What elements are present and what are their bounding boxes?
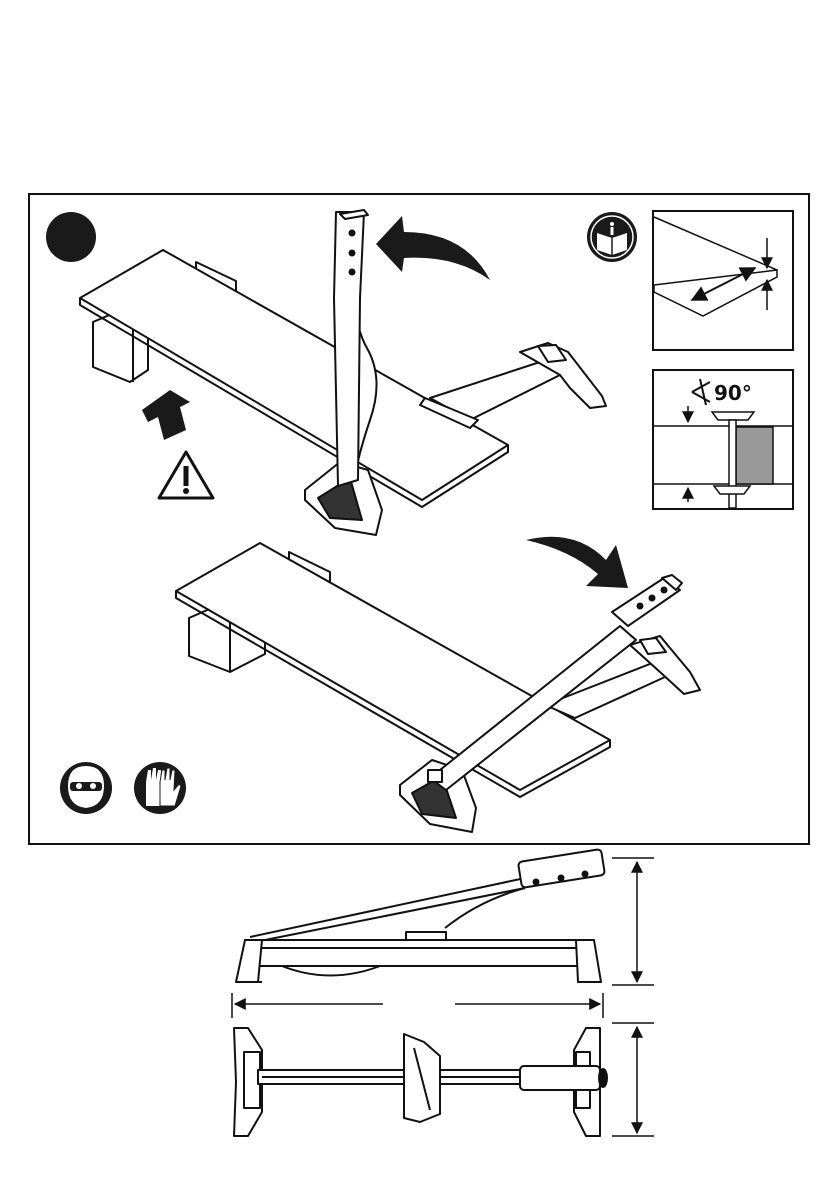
board-thickness-detail <box>653 211 793 350</box>
side-view <box>236 849 605 982</box>
board-section <box>736 427 773 484</box>
angle-label: 90° <box>714 381 752 405</box>
top-view <box>234 1028 607 1136</box>
step-marker <box>46 212 96 262</box>
safety-goggles-icon <box>60 762 112 814</box>
angle-detail: 90° <box>653 370 793 509</box>
read-manual-icon <box>587 212 637 262</box>
length-dimension <box>232 993 603 1018</box>
protective-gloves-icon <box>134 762 186 814</box>
